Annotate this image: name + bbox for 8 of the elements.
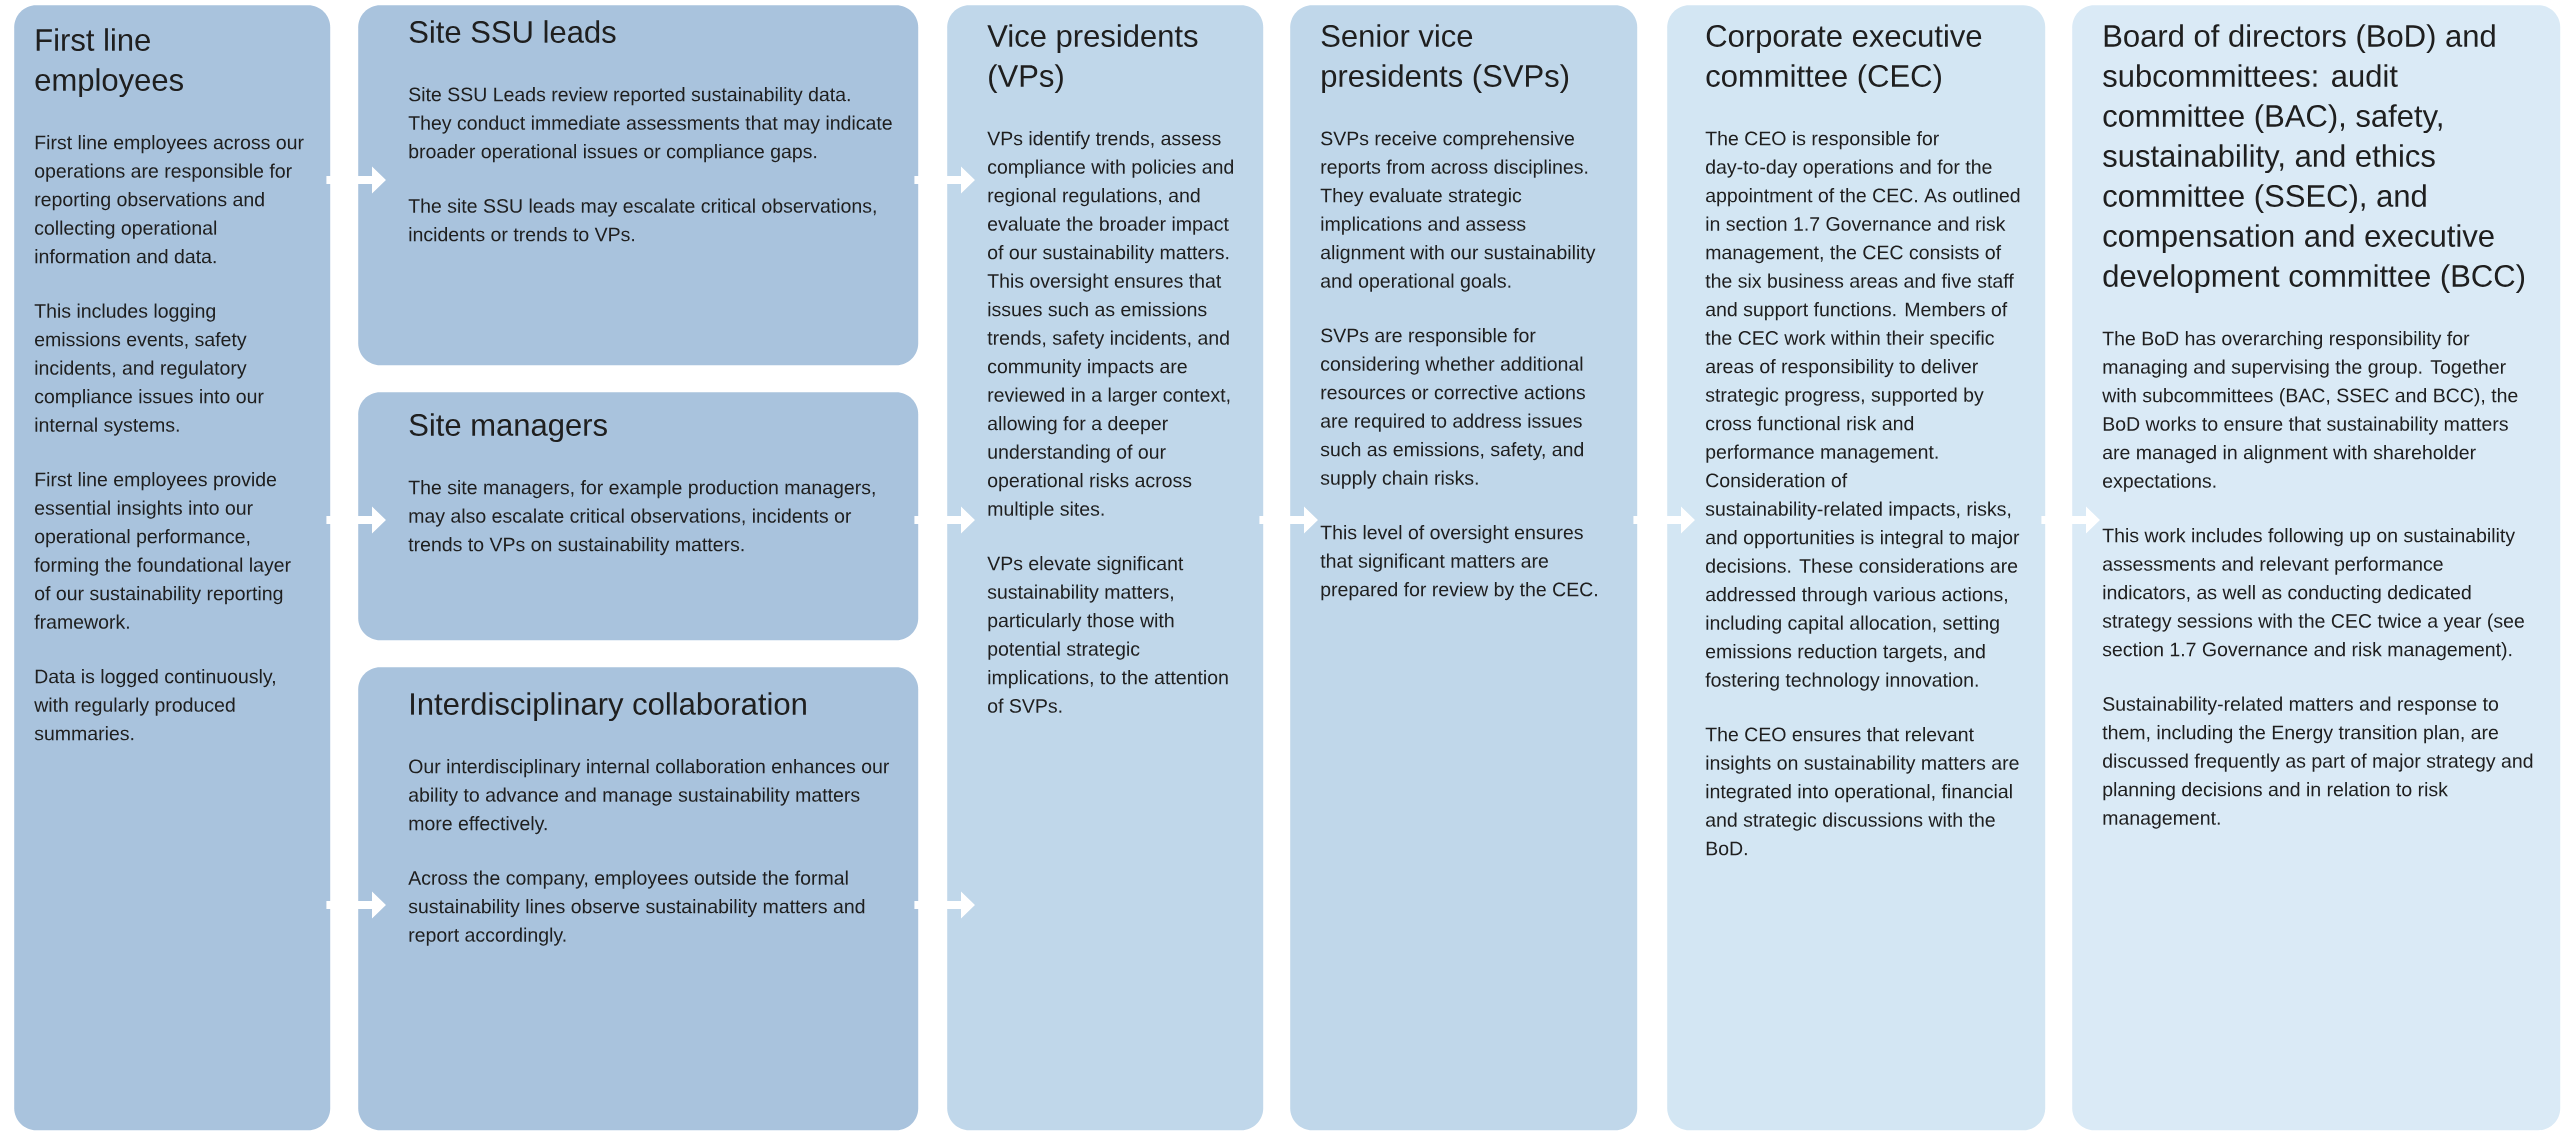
role-box: Site managers The site managers, for example production managers, may also escalate critical observations, incidents or trends to VPs on sustainability matters. — [358, 392, 919, 641]
role-box: Vice presidents (VPs) VPs identify trends, assess compliance with policies and regional regulations, and evaluate the broader impact of our sustainability matters. This oversight ensures that issues such as emissions trends, safety incidents, and community impacts are reviewed in a larger context, allowing for a deeper understanding of our operational risks across multiple sites. VPs elevate significant sustainability matters, particularly those with potential strategic implications, to the attention of SVPs. — [947, 5, 1264, 1131]
role-box: Senior vice presidents (SVPs) SVPs receive comprehensive reports from across disciplines. They evaluate strategic implications and assess alignment with our sustainability and operational goals. SVPs are responsible for considering whether additional resources or corrective actions are required to address issues such as emissions, safety, and supply chain risks. This level of oversight ensures that significant matters are prepared for review by the CEC. — [1290, 5, 1638, 1131]
role-box: Corporate executive committee (CEC) The CEO is responsible for day-to-day operations and for the appointment of the CEC. As outlined in section 1.7 Governance and risk management, the CEC consists of the six business areas and five staff and support functions. Members of the CEC work within their specific areas of responsibility to deliver strategic progress, supported by cross functional risk and performance management. Consideration of sustainability-related impacts, risks, and opportunities is integral to major decisions. These considerations are addressed through various actions, including capital allocation, setting emissions reduction targets, and fostering technology innovation. The CEO ensures that relevant insights on sustainability matters are integrated into operational, financial and strategic discussions with the BoD. — [1667, 5, 2046, 1131]
role-box: Site SSU leads Site SSU Leads review reported sustainability data. They conduct immediate assessments that may indicate broader operational issues or compliance gaps. The site SSU leads may escalate critical observations, incidents or trends to VPs. — [358, 5, 919, 366]
role-box: Interdisciplinary collaboration Our interdisciplinary internal collaboration enhances our ability to advance and manage sustainability matters more effectively. Across the company, employees outside the formal sustainability lines observe sustainability matters and report accordingly. — [358, 667, 919, 1131]
role-box: Board of directors (BoD) and subcommittees: audit committee (BAC), safety, sustainability, and ethics committee (SSEC), and compensation and executive development committee (BCC) The BoD has overarching responsibility for managing and supervising the group. Together with subcommittees (BAC, SSEC and BCC), the BoD works to ensure that sustainability matters are managed in alignment with shareholder expectations. This work includes following up on sustainability assessments and relevant performance indicators, as well as conducting dedicated strategy sessions with the CEC twice a year (see section 1.7 Governance and risk management). Sustainability-related matters and response to them, including the Energy transition plan, are discussed frequently as part of major strategy and planning decisions and in relation to risk management. — [2072, 5, 2561, 1131]
role-box: First line employees First line employees across our operations are responsible for reporting observations and collecting operational information and data. This includes logging emissions events, safety incidents, and regulatory compliance issues into our internal systems. First line employees provide essential insights into our operational performance, forming the foundational layer of our sustainability reporting framework. Data is logged continuously, with regularly produced summaries. — [14, 5, 331, 1131]
